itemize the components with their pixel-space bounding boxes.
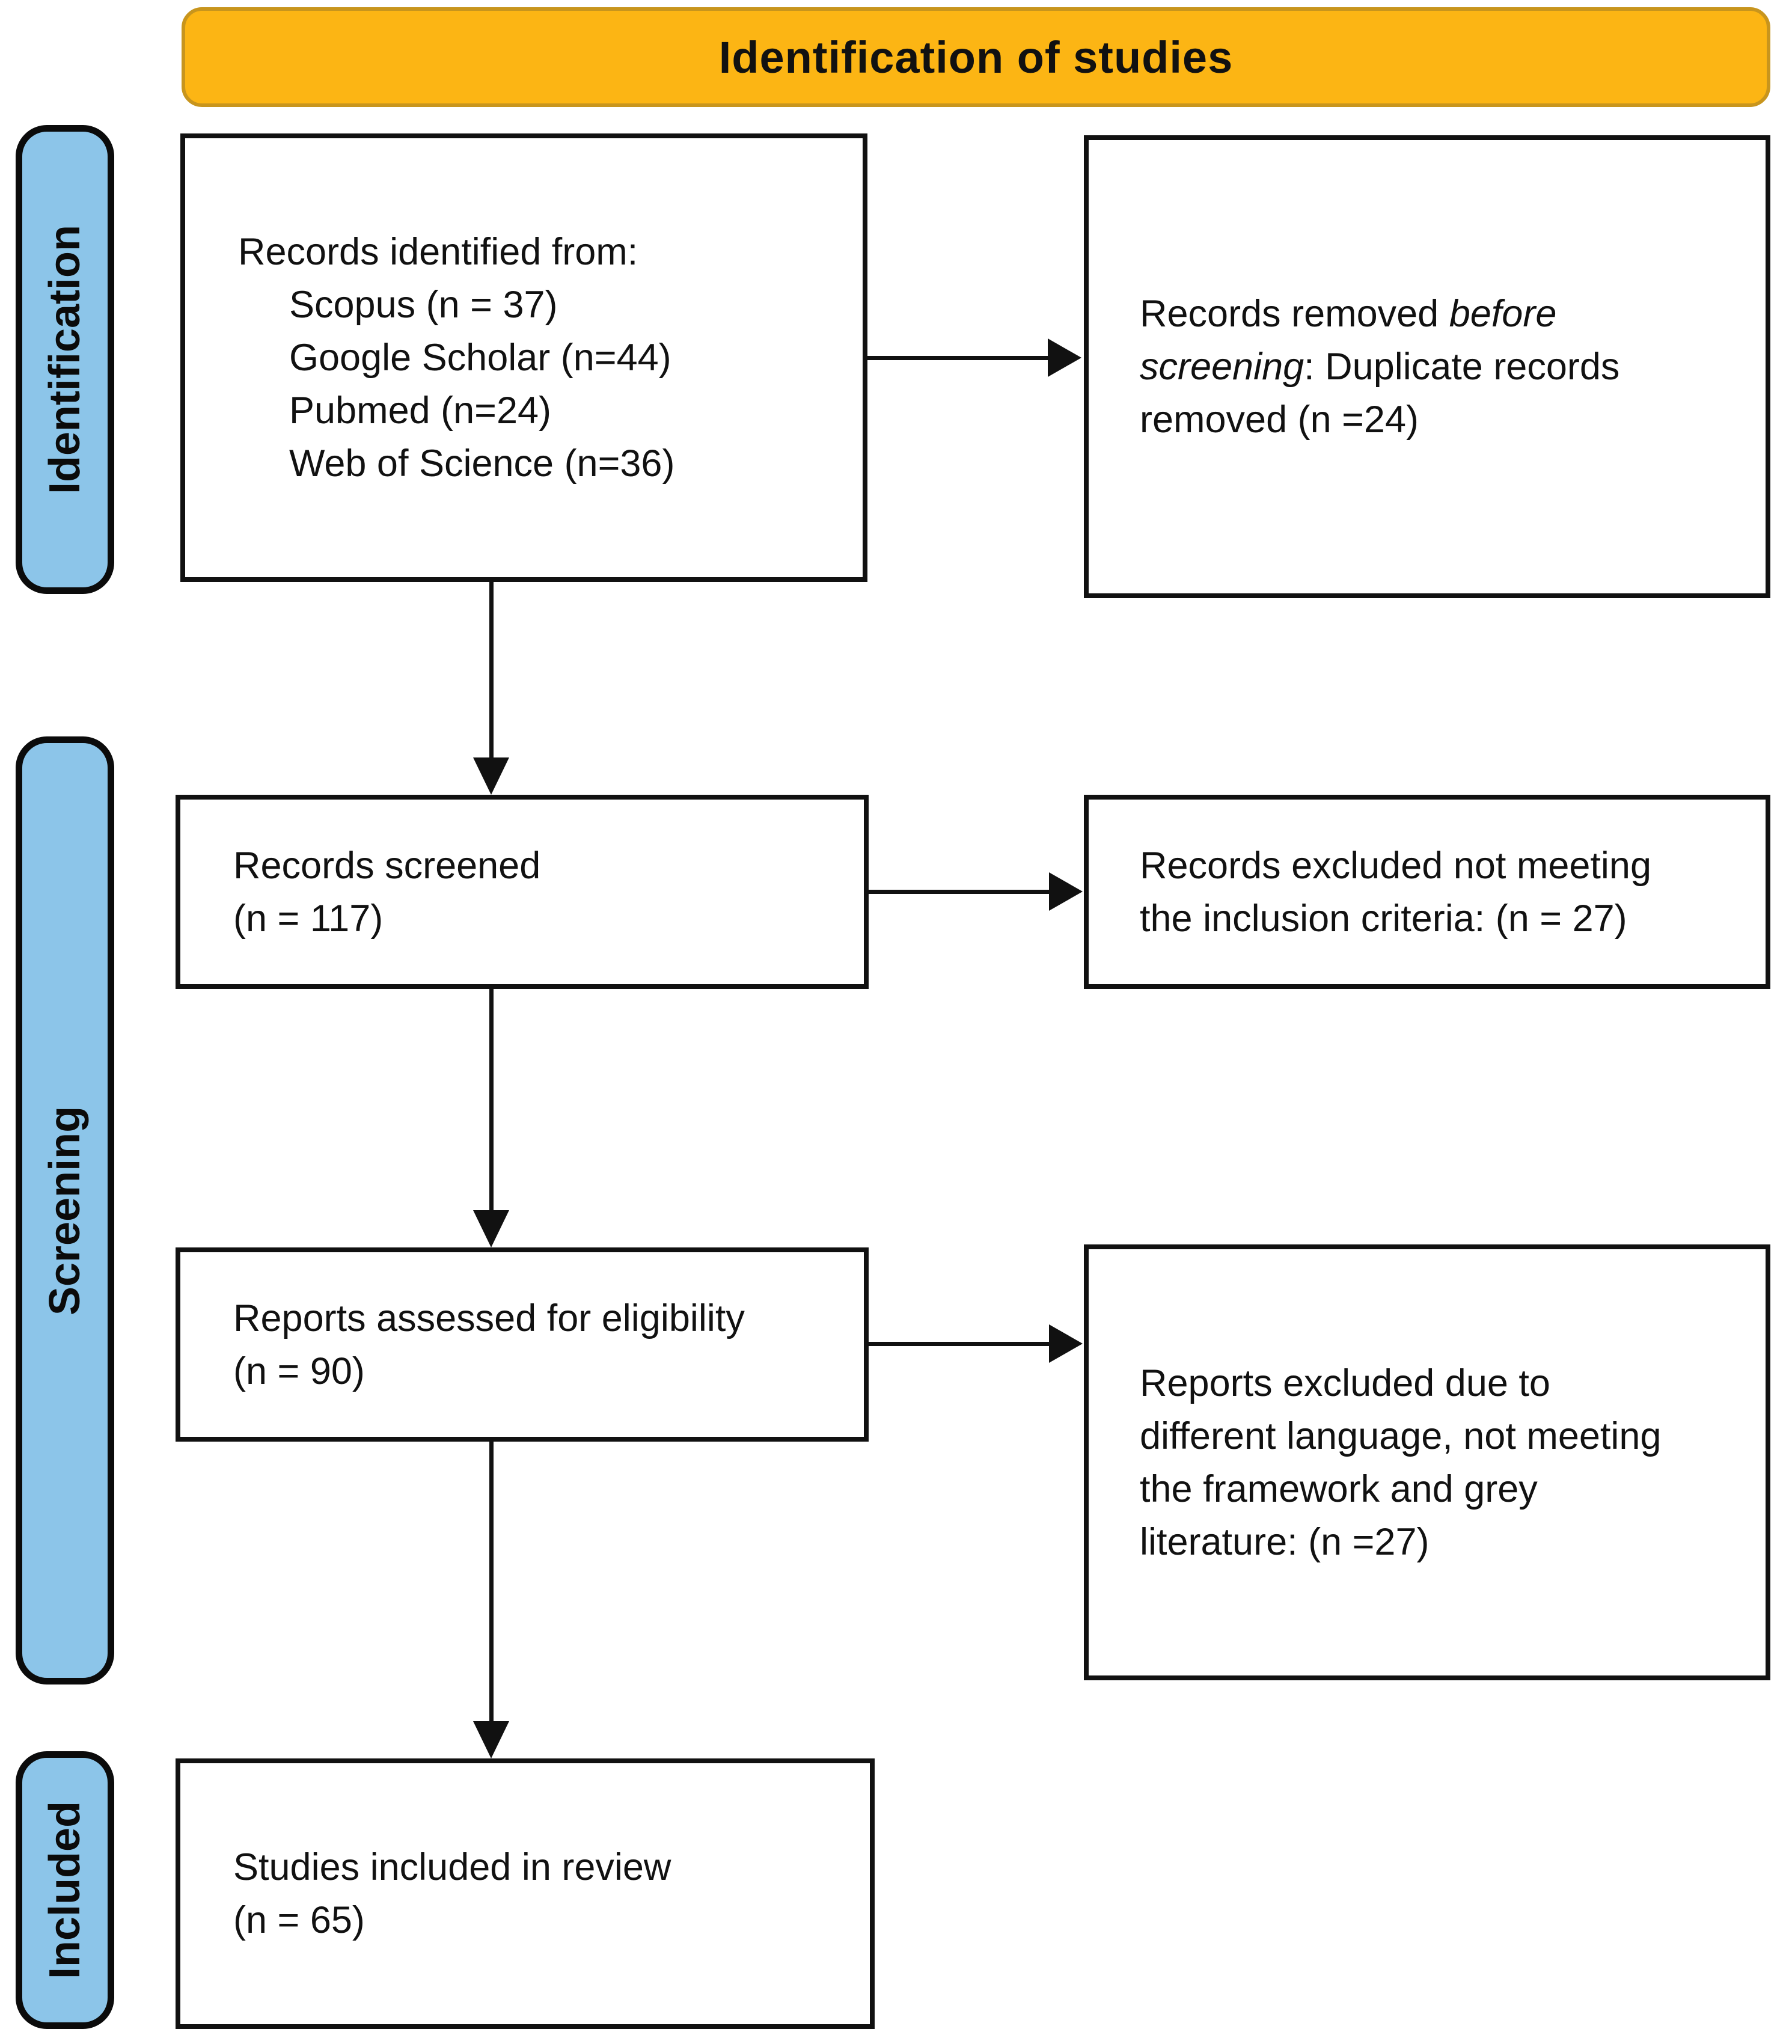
arrow-head-right-icon (1049, 872, 1083, 911)
records-screened-text: Records screened (233, 844, 541, 887)
arrow-line (489, 582, 494, 759)
studies-included-count: (n = 65) (233, 1899, 365, 1941)
box-studies-included: Studies included in review (n = 65) (176, 1758, 875, 2029)
stage-label-identification-text: Identification (41, 225, 89, 494)
box-records-excluded: Records excluded not meeting the inclusi… (1084, 795, 1770, 989)
arrow-line (867, 356, 1048, 360)
arrow-identified-to-removed (867, 338, 1081, 377)
arrow-head-right-icon (1048, 338, 1081, 377)
stage-label-included: Included (16, 1751, 114, 2029)
arrow-screened-to-assessed (473, 989, 509, 1247)
records-identified-source-scopus: Scopus (n = 37) (289, 284, 558, 326)
box-records-identified: Records identified from: Scopus (n = 37)… (180, 133, 867, 582)
arrow-identified-to-screened (473, 582, 509, 795)
arrow-screened-to-excluded (869, 872, 1083, 911)
diagram-title: Identification of studies (718, 32, 1234, 82)
reports-assessed-text: Reports assessed for eligibility (233, 1297, 745, 1339)
records-identified-source-pubmed: Pubmed (n=24) (289, 390, 552, 432)
stage-label-screening-text: Screening (41, 1106, 89, 1315)
arrow-line (869, 890, 1049, 894)
arrow-assessed-to-excluded (869, 1324, 1083, 1363)
arrow-line (489, 989, 494, 1211)
box-records-removed: Records removed before screening: Duplic… (1084, 135, 1770, 598)
arrow-line (869, 1342, 1049, 1346)
arrow-line (489, 1442, 494, 1722)
stage-label-screening: Screening (16, 736, 114, 1684)
records-identified-intro: Records identified from: (238, 231, 638, 273)
arrow-head-right-icon (1049, 1324, 1083, 1363)
reports-assessed-count: (n = 90) (233, 1350, 365, 1392)
box-records-screened: Records screened (n = 117) (176, 795, 869, 989)
reports-excluded-text-line1: Reports excluded due to (1140, 1362, 1550, 1404)
arrow-head-down-icon (473, 757, 509, 795)
stage-label-identification: Identification (16, 125, 114, 594)
records-identified-source-google-scholar: Google Scholar (n=44) (289, 337, 671, 379)
arrow-head-down-icon (473, 1721, 509, 1758)
records-screened-count: (n = 117) (233, 897, 384, 940)
reports-excluded-text-line2: different language, not meeting (1140, 1415, 1662, 1457)
records-excluded-text-line2: the inclusion criteria: (n = 27) (1140, 897, 1627, 940)
arrow-head-down-icon (473, 1210, 509, 1247)
title-banner: Identification of studies (182, 7, 1770, 107)
studies-included-text: Studies included in review (233, 1846, 671, 1888)
records-removed-text: Records removed before screening: Duplic… (1140, 293, 1620, 441)
records-identified-source-web-of-science: Web of Science (n=36) (289, 442, 675, 485)
stage-label-included-text: Included (41, 1801, 90, 1980)
reports-excluded-text-line4: literature: (n =27) (1140, 1520, 1430, 1563)
box-reports-assessed: Reports assessed for eligibility (n = 90… (176, 1247, 869, 1442)
records-excluded-text-line1: Records excluded not meeting (1140, 844, 1651, 887)
reports-excluded-text-line3: the framework and grey (1140, 1467, 1538, 1510)
arrow-assessed-to-included (473, 1442, 509, 1758)
box-reports-excluded: Reports excluded due to different langua… (1084, 1244, 1770, 1680)
